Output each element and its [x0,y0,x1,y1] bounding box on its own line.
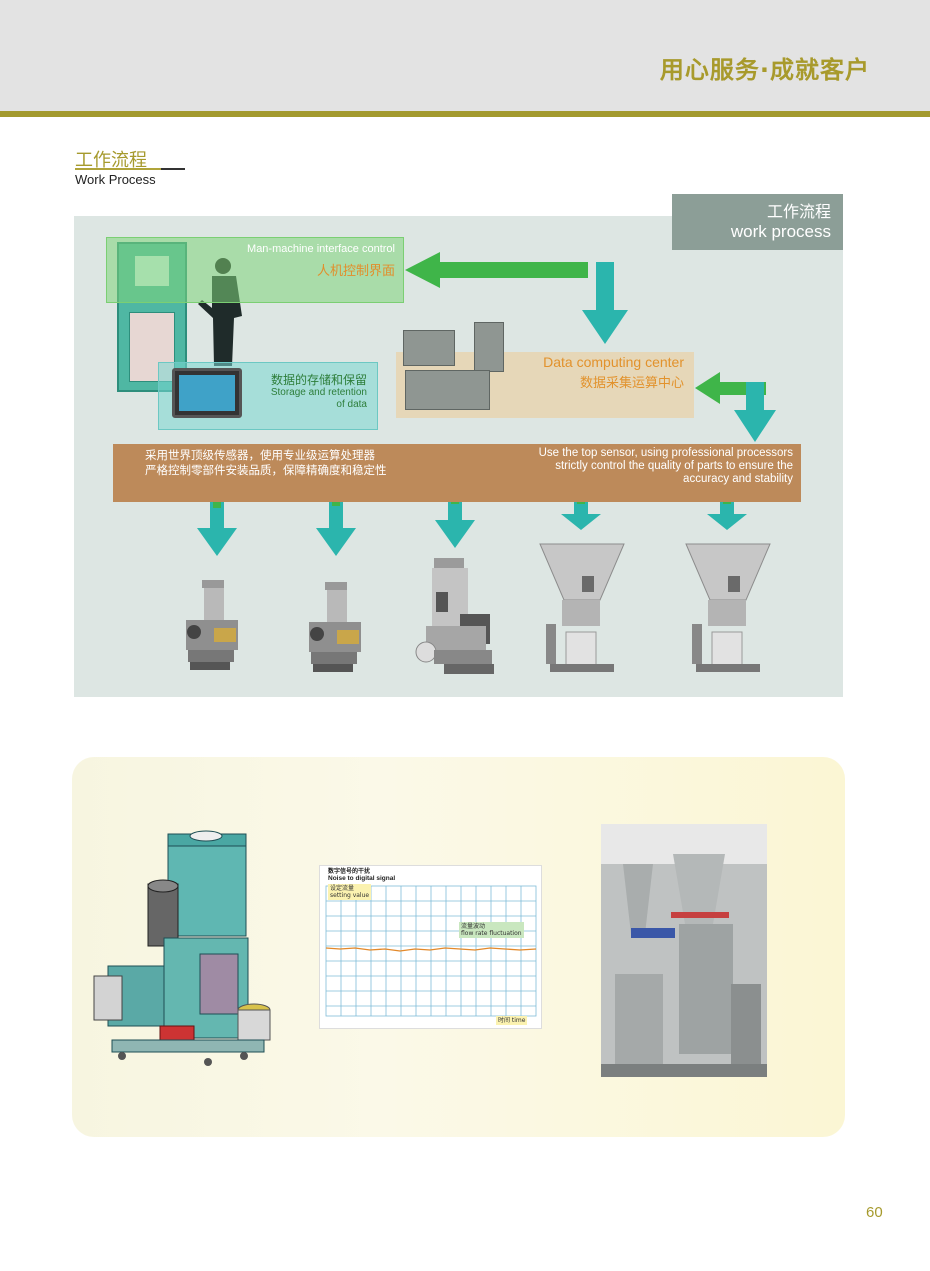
workflow-tag-cn: 工作流程 [766,202,831,221]
arrow-down-teal-icon [734,382,776,442]
header-rule [0,111,930,117]
feeder-image [539,543,625,672]
arrow-down-teal-icon [197,498,237,556]
section-underline [75,168,161,170]
workflow-tag-en: work process [730,222,831,241]
storage-label-cn: 数据的存储和保留 [270,373,367,387]
header-slogan: 用心服务·成就客户 [659,56,870,84]
section-underline-dark [161,168,185,170]
feeder-image [186,580,238,670]
arrow-down-teal-icon [435,494,475,548]
installation-photo [601,824,767,1077]
plc-module-image [405,370,490,410]
page-header [0,0,930,112]
section-title-en: Work Process [75,172,156,187]
time-axis-label: 时间 time [496,1016,528,1025]
data-center-label-cn: 数据采集运算中心 [579,376,684,391]
arrow-left-green-icon [405,252,588,288]
plc-module-image [403,330,455,366]
banner-text-en: Use the top sensor, using professional p… [538,447,793,485]
flow-rate-line [325,947,537,952]
arrow-left-green-icon [695,372,766,404]
touch-panel-image [172,368,242,418]
feeder-image [309,582,361,672]
process-banner: 采用世界顶级传感器，使用专业级运算处理器严格控制零部件安装品质，保障精确度和稳定… [113,444,801,502]
section-title-cn: 工作流程 [75,150,147,171]
data-center-label-en: Data computing center [543,354,684,370]
banner-text-cn: 采用世界顶级传感器，使用专业级运算处理器严格控制零部件安装品质，保障精确度和稳定… [145,448,387,477]
arrow-down-teal-icon [316,496,356,556]
workflow-tag: 工作流程 work process [672,194,843,250]
feeder-image [415,558,494,674]
hmi-label-cn: 人机控制界面 [316,264,395,279]
hmi-label-en: Man-machine interface control [247,243,395,255]
feeder-cad-drawing [93,830,271,1066]
arrow-down-teal-icon [582,262,628,344]
feeder-image [685,543,771,672]
page-number: 60 [866,1204,883,1221]
hmi-label-box: Man-machine interface control 人机控制界面 [106,237,404,303]
